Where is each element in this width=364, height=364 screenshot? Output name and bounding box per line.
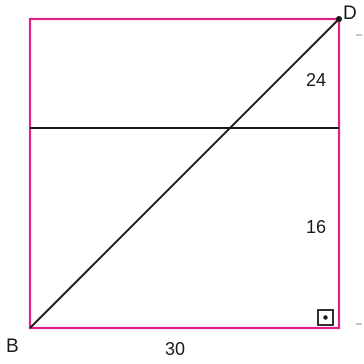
- segment-label-bottom: 30: [165, 339, 185, 359]
- segment-label-upper: 24: [306, 70, 326, 90]
- vertex-dot-d: [336, 16, 342, 22]
- vertex-label-d: D: [343, 3, 357, 24]
- diagonal-line-bd: [29, 18, 340, 329]
- right-angle-marker: [317, 309, 334, 326]
- square-outline: [28, 17, 341, 330]
- segment-label-lower: 16: [306, 217, 326, 237]
- vertex-label-b: B: [6, 336, 19, 357]
